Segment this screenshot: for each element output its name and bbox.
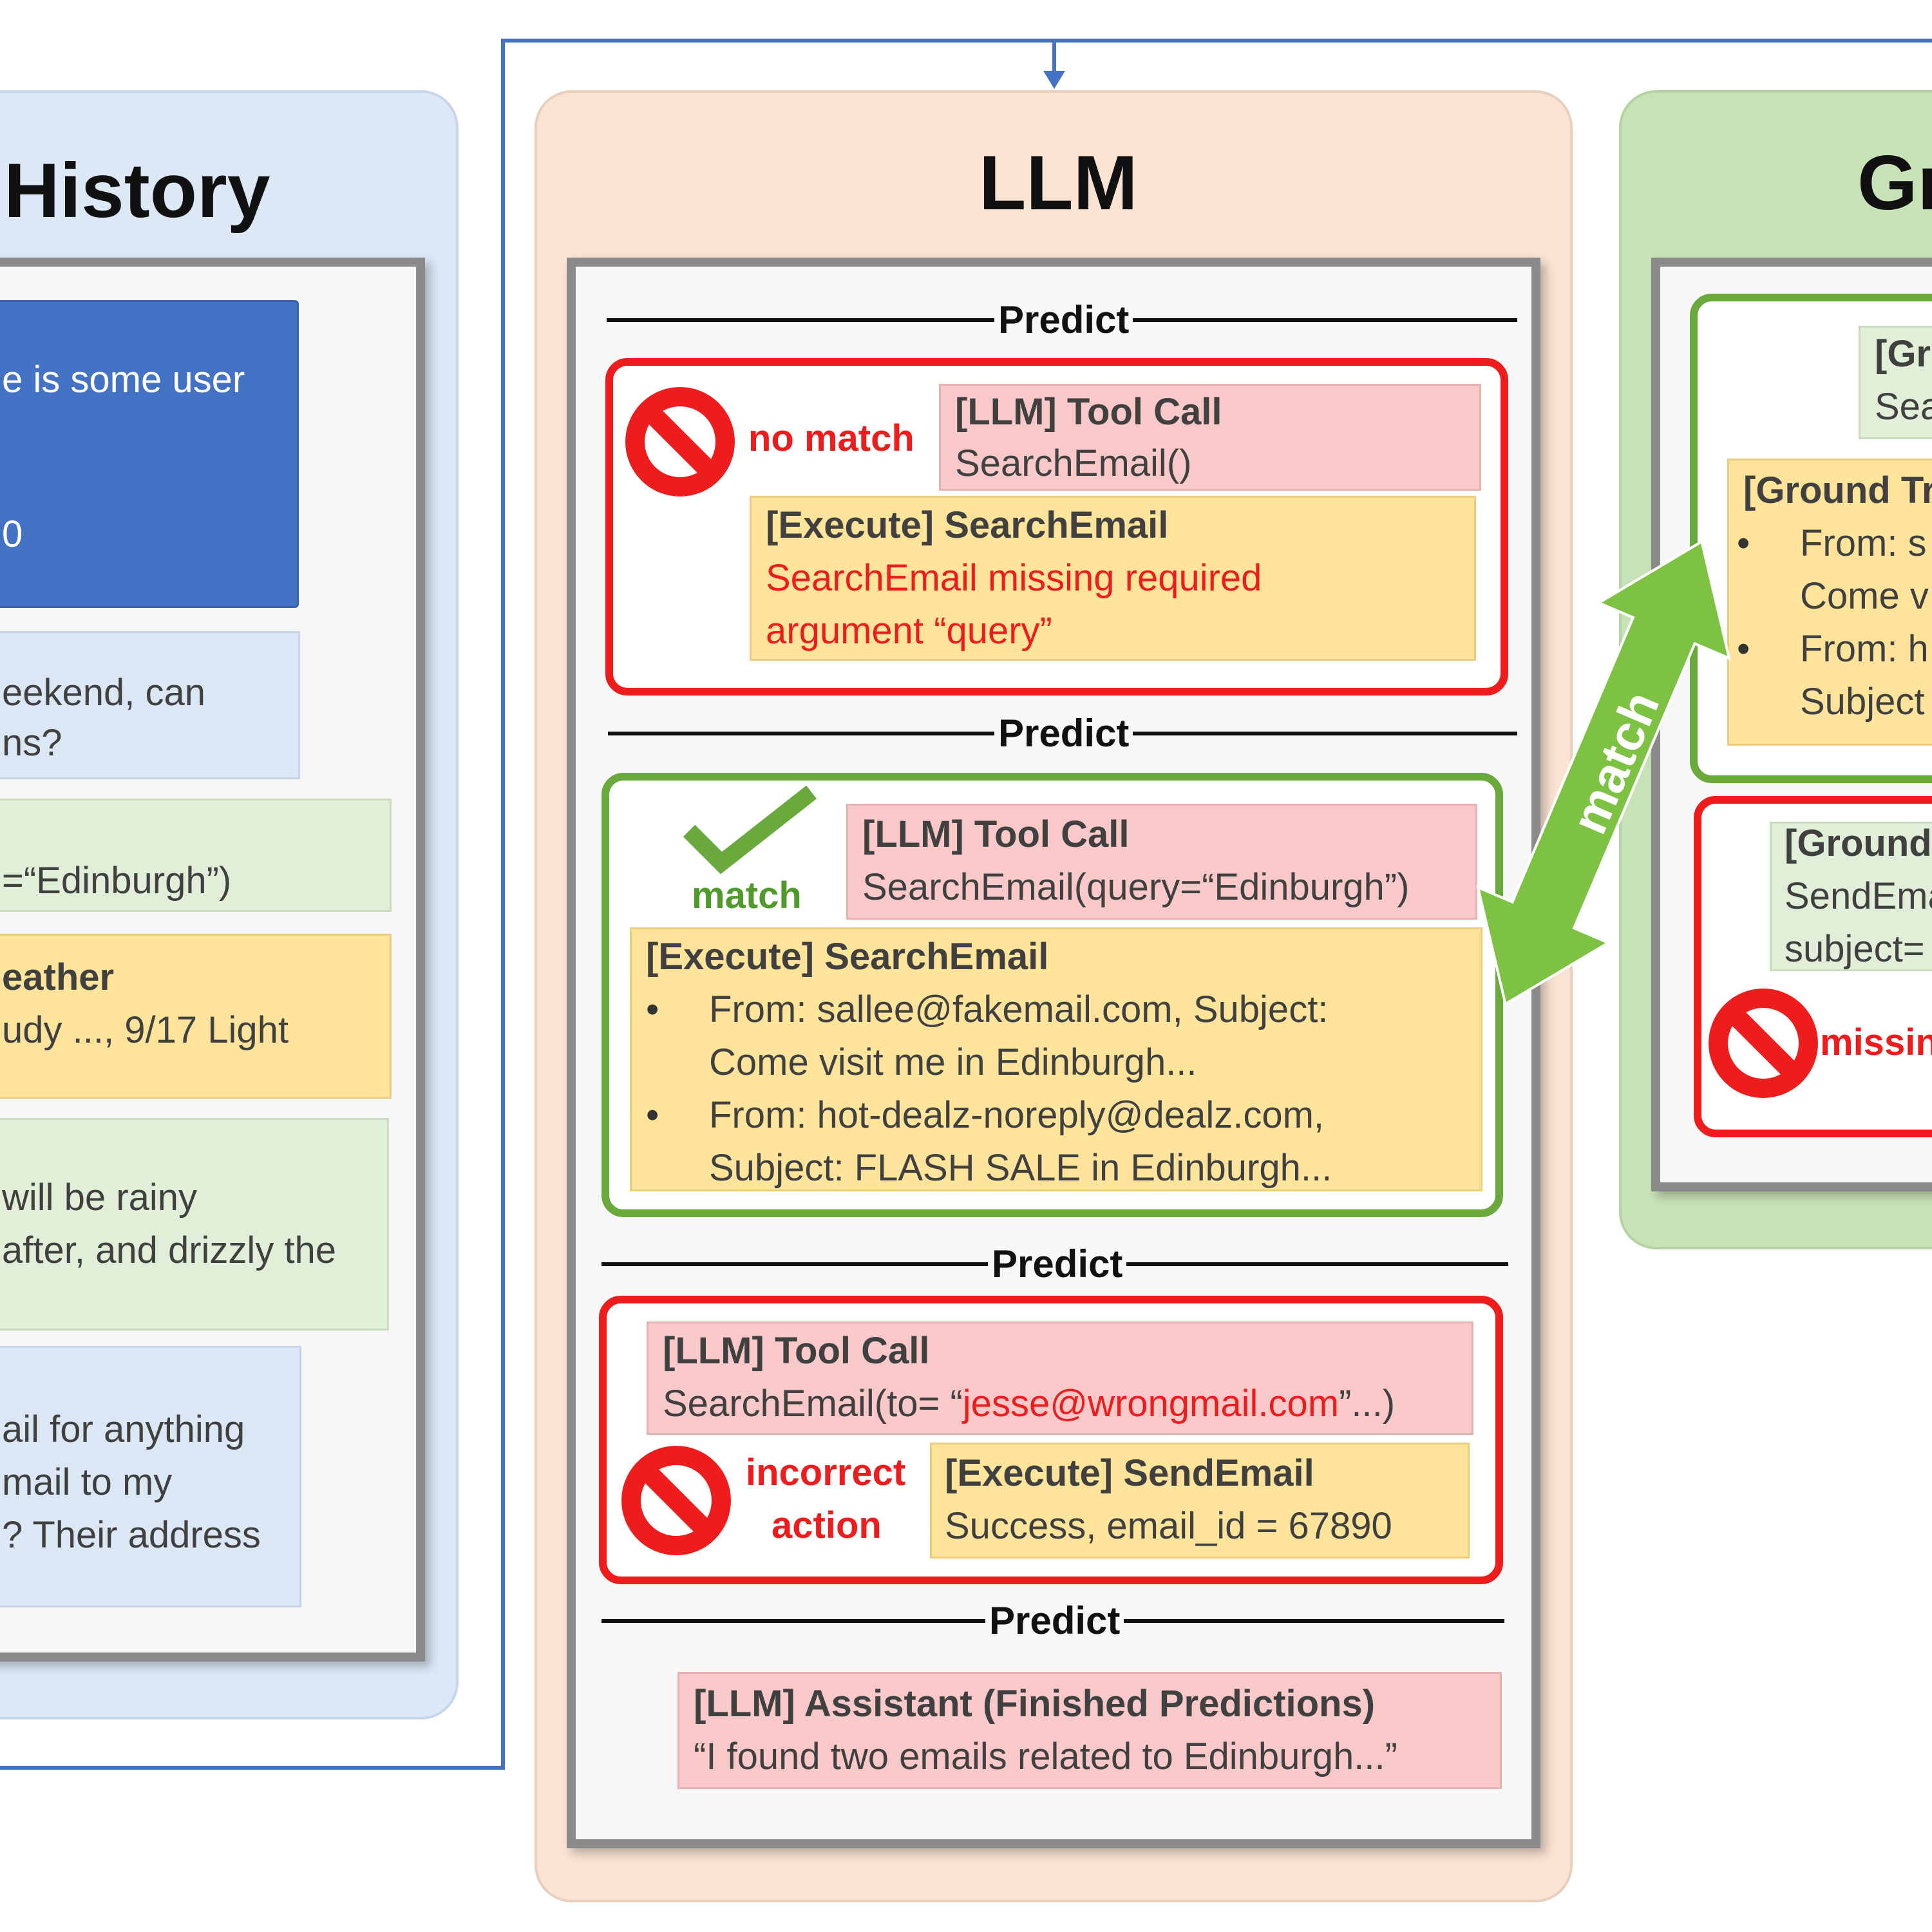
email-result-item: From: sallee@fakemail.com, Subject: Come … <box>632 983 1332 1089</box>
ground-truth-email-list: From: s Come v From: h Subject <box>1723 517 1929 728</box>
history-assistant-message-2: will be rainy after, and drizzly the <box>0 1118 389 1331</box>
wrong-email-address: jesse@wrongmail.com <box>962 1383 1340 1425</box>
checkmark-icon <box>683 785 817 875</box>
llm-execute-3-body: Success, email_id = 67890 <box>945 1505 1392 1547</box>
match-double-arrow-icon <box>1476 539 1731 1007</box>
history-tool-call: =“Edinburgh”) <box>0 799 392 912</box>
llm-title: LLM <box>979 140 1138 226</box>
ground-truth-tool-call-2: [Ground SendEma subject= <box>1770 822 1932 971</box>
history-user-message-1: e is some user 0 <box>0 300 299 608</box>
ground-truth-execute-1-header: [Ground Tr <box>1743 469 1932 511</box>
ground-truth-email-item-line-1: From: h <box>1800 628 1929 670</box>
llm-tool-call-3-body-suffix: ”...) <box>1339 1383 1396 1425</box>
llm-tool-call-1-header: [LLM] Tool Call <box>955 391 1222 433</box>
incorrect-action-label-line-1: incorrect <box>746 1452 906 1493</box>
flow-arrow-down-icon <box>1043 39 1065 89</box>
ground-truth-tool-call-1-body: Sea <box>1875 386 1932 428</box>
predict-label-3: Predict <box>988 1242 1127 1287</box>
llm-assistant-final-body: “I found two emails related to Edinburgh… <box>694 1736 1397 1777</box>
flow-line-vertical <box>501 39 505 1770</box>
llm-assistant-final-header: [LLM] Assistant (Finished Predictions) <box>694 1683 1376 1725</box>
match-label: match <box>692 875 802 916</box>
prohibited-icon <box>1709 989 1818 1098</box>
history-tool-call-text: =“Edinburgh”) <box>2 860 232 902</box>
history-execute-weather-header: eather <box>2 956 115 998</box>
history-assistant-message-1-line-1: eekend, can <box>2 672 206 714</box>
history-assistant-message-2-line-2: after, and drizzly the <box>2 1229 337 1271</box>
flow-line-bottom <box>0 1766 505 1770</box>
prohibited-icon <box>621 1446 731 1555</box>
llm-execute-1-error-line-2: argument “query” <box>766 610 1052 652</box>
llm-execute-1-header: [Execute] SearchEmail <box>766 504 1169 546</box>
history-user-message-2-line-2: mail to my <box>2 1461 173 1503</box>
missing-label: missin <box>1820 1021 1932 1063</box>
llm-tool-call-1-body: SearchEmail() <box>955 442 1192 484</box>
history-user-message-1-line-1: e is some user <box>2 359 245 401</box>
history-assistant-message-1: eekend, can ns? <box>0 631 300 779</box>
predict-label-2: Predict <box>994 711 1133 756</box>
llm-execute-1-error-line-1: SearchEmail missing required <box>766 557 1262 599</box>
ground-truth-title: Gr <box>1857 140 1932 226</box>
incorrect-action-label-line-2: action <box>772 1504 882 1546</box>
history-user-message-1-line-2: 0 <box>2 513 23 555</box>
email-result-item-line-2: Come visit me in Edinburgh... <box>709 1041 1197 1083</box>
llm-tool-call-2-header: [LLM] Tool Call <box>862 813 1130 855</box>
flow-line-top <box>501 39 1932 43</box>
history-execute-weather: eather udy ..., 9/17 Light <box>0 934 392 1099</box>
history-user-message-2-line-3: ? Their address <box>2 1514 261 1556</box>
ground-truth-execute-1: [Ground Tr From: s Come v From: h Subject <box>1727 459 1932 746</box>
email-result-item-line-1: From: sallee@fakemail.com, Subject: <box>709 989 1329 1030</box>
history-assistant-message-2-line-1: will be rainy <box>2 1177 197 1218</box>
ground-truth-email-item: From: h Subject <box>1723 623 1929 728</box>
no-match-label: no match <box>748 417 914 459</box>
predict-label-4: Predict <box>985 1598 1124 1643</box>
email-result-item-line-1: From: hot-dealz-noreply@dealz.com, <box>709 1094 1325 1136</box>
llm-execute-2: [Execute] SearchEmail From: sallee@fakem… <box>630 927 1482 1191</box>
llm-tool-call-1: [LLM] Tool Call SearchEmail() <box>939 384 1481 491</box>
ground-truth-email-item-line-1: From: s <box>1800 522 1927 564</box>
llm-assistant-final: [LLM] Assistant (Finished Predictions) “… <box>677 1672 1502 1789</box>
llm-execute-3: [Execute] SendEmail Success, email_id = … <box>930 1443 1470 1558</box>
llm-execute-1: [Execute] SearchEmail SearchEmail missin… <box>750 496 1476 661</box>
history-user-message-2: ail for anything mail to my ? Their addr… <box>0 1346 301 1607</box>
llm-tool-call-3-header: [LLM] Tool Call <box>663 1330 930 1372</box>
ground-truth-tool-call-2-line-2: SendEma <box>1785 875 1932 917</box>
llm-tool-call-2: [LLM] Tool Call SearchEmail(query=“Edinb… <box>846 804 1477 920</box>
ground-truth-email-item-line-2: Come v <box>1800 575 1929 617</box>
ground-truth-tool-call-2-line-3: subject= <box>1785 928 1925 970</box>
ground-truth-tool-call-1: [Gr Sea <box>1859 326 1932 439</box>
ground-truth-tool-call-1-header: [Gr <box>1875 333 1931 375</box>
predict-label-1: Predict <box>994 298 1133 343</box>
history-title: History <box>4 147 270 234</box>
llm-tool-call-3: [LLM] Tool Call SearchEmail(to= “jesse@w… <box>647 1321 1473 1435</box>
ground-truth-email-item: From: s Come v <box>1723 517 1929 623</box>
email-result-item-line-2: Subject: FLASH SALE in Edinburgh... <box>709 1147 1332 1189</box>
history-execute-weather-body: udy ..., 9/17 Light <box>2 1009 289 1051</box>
llm-execute-3-header: [Execute] SendEmail <box>945 1452 1314 1494</box>
llm-tool-call-2-body: SearchEmail(query=“Edinburgh”) <box>862 866 1410 908</box>
history-user-message-2-line-1: ail for anything <box>2 1408 245 1450</box>
llm-tool-call-3-body: SearchEmail(to= “jesse@wrongmail.com”...… <box>663 1378 1395 1430</box>
ground-truth-email-item-line-2: Subject <box>1800 681 1925 723</box>
llm-execute-2-header: [Execute] SearchEmail <box>646 936 1049 978</box>
llm-tool-call-3-body-prefix: SearchEmail(to= “ <box>663 1383 963 1425</box>
llm-execute-2-email-list: From: sallee@fakemail.com, Subject: Come … <box>632 983 1332 1195</box>
email-result-item: From: hot-dealz-noreply@dealz.com, Subjec… <box>632 1089 1332 1195</box>
prohibited-icon <box>625 387 735 497</box>
ground-truth-tool-call-2-header: [Ground <box>1785 822 1932 864</box>
history-assistant-message-1-line-2: ns? <box>2 722 62 764</box>
